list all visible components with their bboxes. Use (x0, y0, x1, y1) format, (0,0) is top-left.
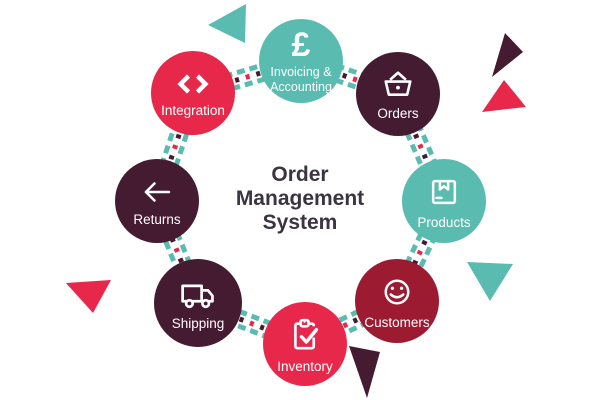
arrow-left-icon (136, 175, 178, 209)
title-line-3: System (262, 210, 338, 234)
node-label: Customers (364, 314, 430, 330)
connector-dash-line (197, 300, 306, 347)
node-orders: Orders (356, 52, 440, 136)
decorative-triangle-left-red (66, 280, 111, 313)
node-label: Inventory (277, 358, 333, 374)
node-customers: Customers (355, 259, 439, 343)
node-label: Invoicing & Accounting (270, 65, 332, 94)
node-shipping: Shipping (154, 259, 242, 347)
node-returns: Returns (115, 159, 199, 243)
basket-icon (377, 67, 419, 103)
node-label: Orders (377, 105, 419, 121)
box-icon (424, 172, 464, 212)
title-line-2: Management (235, 186, 365, 210)
node-label: Returns (133, 211, 181, 227)
truck-icon (176, 275, 220, 313)
node-label: Integration (161, 102, 225, 118)
pound-icon: £ (291, 26, 311, 65)
connector-dash-line (302, 52, 402, 90)
code-brackets-icon (171, 68, 215, 100)
node-invoicing-accounting: £ Invoicing & Accounting (259, 19, 343, 103)
node-label: Products (417, 214, 471, 230)
node-inventory: Inventory (263, 302, 347, 386)
connector-dash-line (395, 93, 447, 202)
decorative-triangle-mid-teal (467, 262, 513, 301)
smiley-icon (377, 272, 417, 312)
connector-dash-line (394, 199, 447, 303)
node-integration: Integration (151, 51, 235, 135)
connector-dash-line (154, 92, 196, 202)
node-label: Shipping (171, 315, 225, 331)
decorative-triangle-top-teal (208, 4, 246, 43)
decorative-triangle-bottom-plum (349, 346, 380, 398)
clipboard-check-icon (284, 314, 326, 356)
connector-dash-line (192, 58, 302, 96)
decorative-triangle-right-red (482, 80, 526, 112)
node-products: Products (402, 159, 486, 243)
decorative-triangle-right-plum (492, 33, 523, 77)
diagram-title: Order Management System (200, 163, 400, 235)
title-line-1: Order (271, 163, 329, 186)
